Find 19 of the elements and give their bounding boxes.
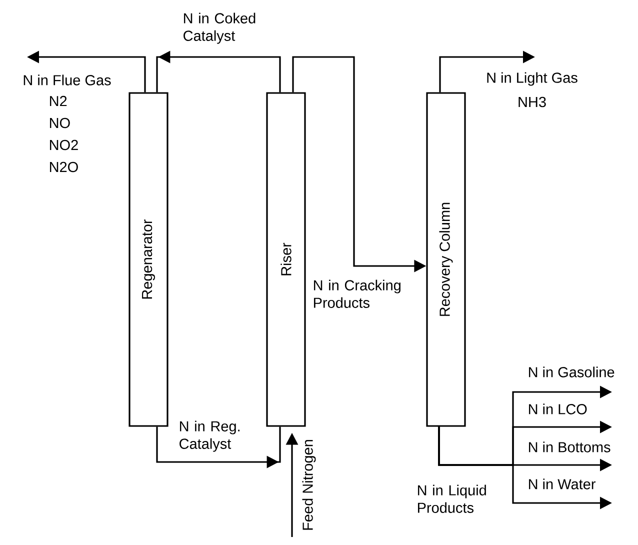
edge-label: N in Light Gas — [487, 72, 578, 86]
edge-label: N in Reg. Catalyst — [180, 420, 240, 452]
label-text: NH3 — [518, 96, 546, 108]
label-text: NO — [50, 118, 70, 128]
column-box: Riser — [266, 92, 306, 427]
edge-label: N in Water — [529, 478, 596, 490]
label-text: N2 — [50, 96, 67, 106]
edge-label: N in Gasoline — [529, 366, 614, 378]
edge-label: N in Bottoms — [529, 442, 610, 452]
label-text: N2O — [50, 162, 78, 172]
edge-label: N in Flue Gas — [24, 74, 111, 86]
column-box: Recovery Column — [426, 92, 466, 427]
edge-label: Feed Nitrogen — [302, 440, 316, 530]
column-box: Regenarator — [128, 92, 168, 427]
edge-label: N in Cracking Products — [314, 280, 400, 308]
edge-label: N in LCO — [529, 404, 587, 414]
label-text: N in Liquid Products — [418, 484, 486, 513]
edge-label: N in Coked Catalyst — [184, 12, 256, 44]
label-text: NO2 — [50, 140, 78, 150]
